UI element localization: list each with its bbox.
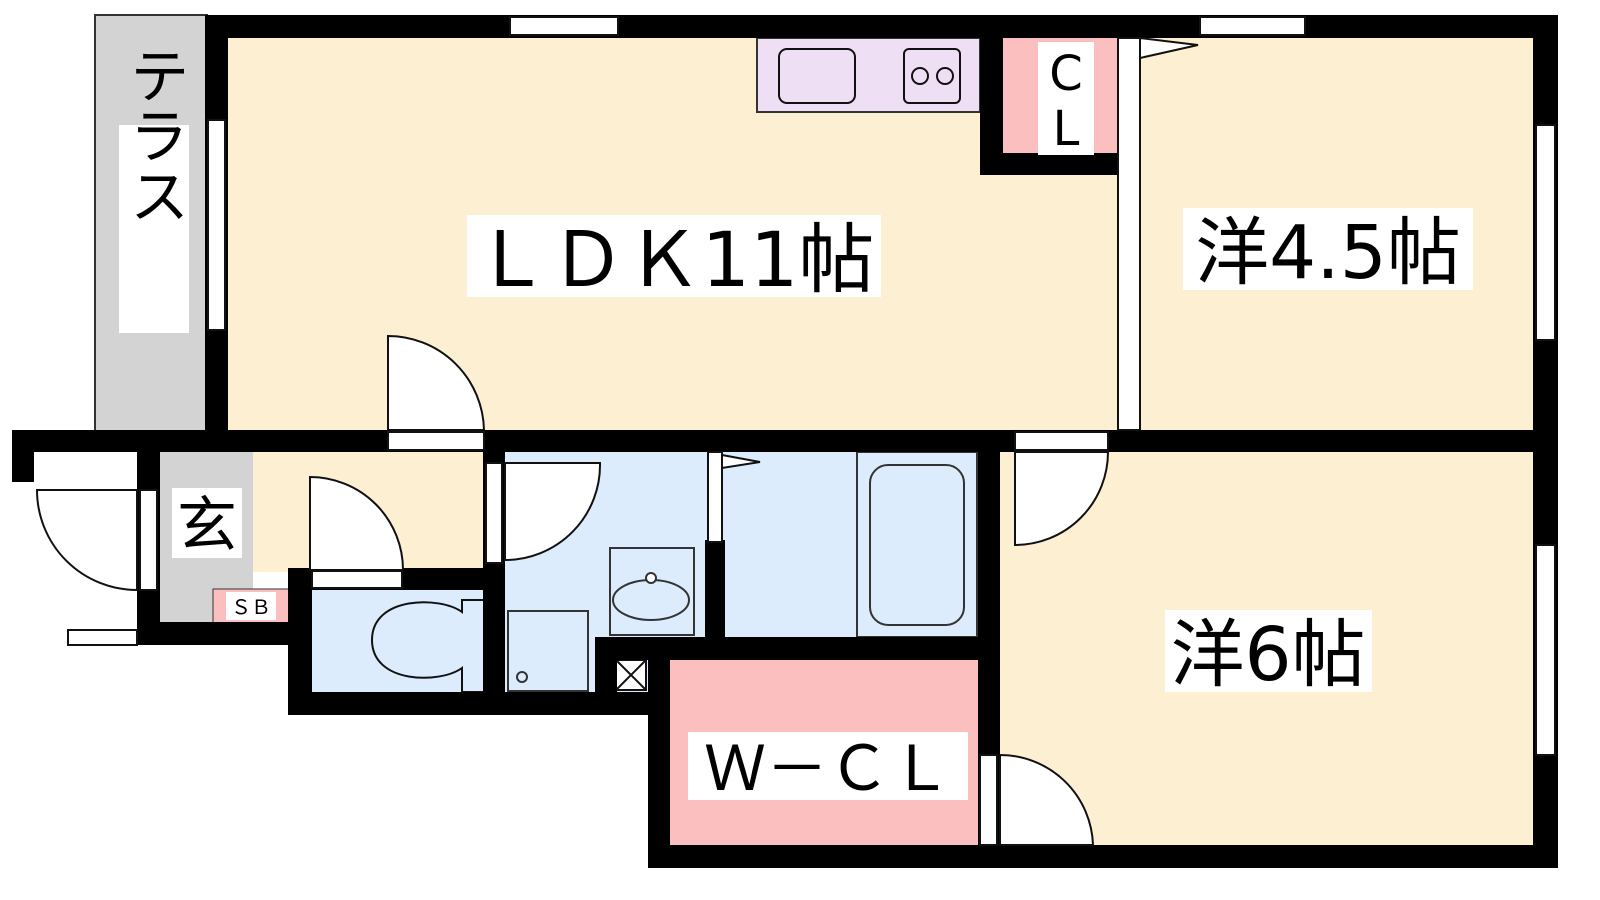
door-room45-flag <box>1139 36 1199 60</box>
entrance-label: 玄 <box>177 491 237 561</box>
closet-label-l: L <box>1053 101 1080 157</box>
door-bath-flag <box>721 453 761 470</box>
room-6-label: 洋6帖 <box>1170 612 1365 698</box>
room-45-label: 洋4.5帖 <box>1195 210 1461 296</box>
faucet-icon <box>645 572 657 584</box>
door-wcl <box>999 753 1095 846</box>
terrace-label: テラス <box>119 45 189 225</box>
door-washroom <box>504 462 602 562</box>
sink-icon <box>778 48 856 104</box>
stove-icon <box>903 48 961 104</box>
door-ldk <box>387 334 486 431</box>
bath-floor <box>705 452 980 639</box>
closet-label-c: C <box>1049 46 1083 102</box>
washing-machine-icon <box>507 610 589 692</box>
toilet-icon <box>370 599 485 693</box>
door-room6-top <box>1014 451 1110 547</box>
ldk-label: ＬＤＫ11帖 <box>474 215 875 304</box>
burner-icon <box>911 67 929 85</box>
windows <box>67 16 1556 846</box>
toilet-floor <box>312 590 487 694</box>
pipe-shaft-cross <box>615 659 647 691</box>
door-swings <box>35 36 1199 846</box>
washbasin-icon <box>609 547 695 636</box>
kitchen-counter <box>756 37 981 113</box>
shoebox-label: ＳＢ <box>231 595 271 619</box>
burner-icon <box>936 67 954 85</box>
door-entrance <box>35 489 138 592</box>
drain-icon <box>516 671 528 683</box>
walk-in-closet-label: Ｗ－ＣＬ <box>704 732 952 805</box>
door-toilet <box>309 475 405 571</box>
bathtub-inner <box>869 464 965 626</box>
